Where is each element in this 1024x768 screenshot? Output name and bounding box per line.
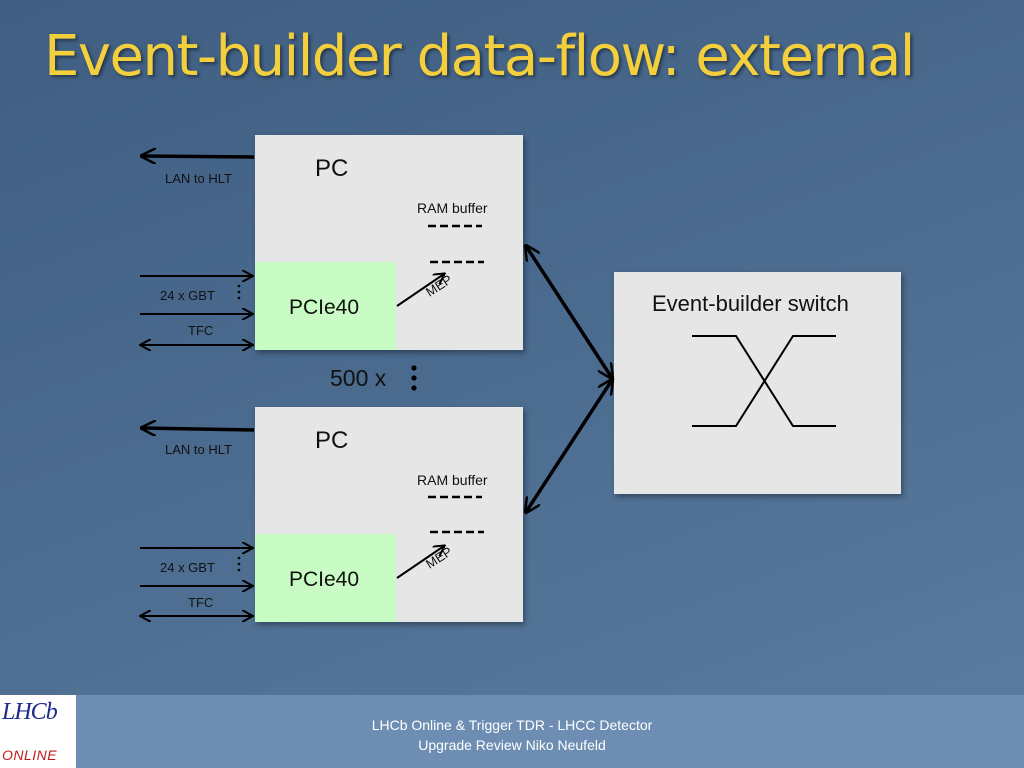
lhcb-online-logo: LHCb ONLINE: [0, 695, 76, 768]
gbt-label-1: 24 x GBT: [160, 288, 215, 303]
lan-arrow-1: [142, 156, 255, 157]
pcie40-box-1: [255, 262, 396, 350]
pc-label-2: PC: [315, 427, 349, 454]
pc1-switch-link: [526, 246, 612, 378]
tfc-label-1: TFC: [188, 323, 214, 338]
footer-bar: [0, 695, 1024, 768]
lan-label-1: LAN to HLT: [165, 171, 232, 186]
footer-text: LHCb Online & Trigger TDR - LHCC Detecto…: [312, 715, 712, 755]
tfc-label-2: TFC: [188, 595, 214, 610]
mep-arrow-2: [396, 546, 444, 579]
pcie40-box-2: [255, 534, 396, 622]
footer-line-2: Upgrade Review Niko Neufeld: [418, 737, 606, 753]
switch-symbol-b: [692, 335, 836, 427]
ram-buffer-label-1: RAM buffer: [417, 200, 488, 216]
switch-label: Event-builder switch: [652, 291, 849, 316]
lan-arrow-2: [142, 428, 255, 430]
footer-line-1: LHCb Online & Trigger TDR - LHCC Detecto…: [371, 717, 653, 733]
event-builder-switch-box: [614, 272, 901, 494]
lan-label-2: LAN to HLT: [165, 442, 232, 457]
multiplicity-label: 500 x: [330, 365, 387, 391]
gbt-label-2: 24 x GBT: [160, 560, 215, 575]
logo-online-text: ONLINE: [2, 747, 58, 763]
logo-lhcb-text: LHCb: [2, 699, 58, 725]
ram-buffer-label-2: RAM buffer: [417, 472, 488, 488]
pcie40-label-2: PCIe40: [289, 568, 360, 591]
pc-label-1: PC: [315, 155, 349, 182]
pcie40-label-1: PCIe40: [289, 296, 360, 319]
mep-arrow-1: [396, 274, 444, 307]
slide-title: Event-builder data-flow: external: [44, 24, 915, 89]
pc2-switch-link: [526, 380, 612, 512]
